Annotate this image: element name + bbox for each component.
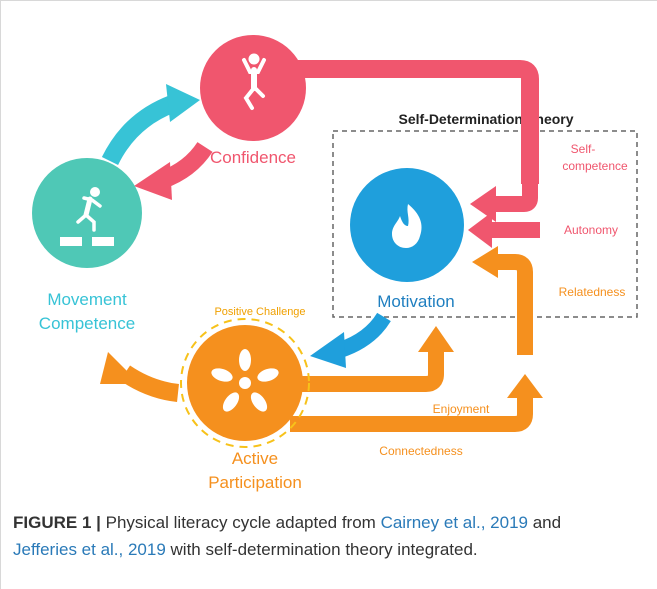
figure-caption: FIGURE 1 | Physical literacy cycle adapt… xyxy=(13,509,643,563)
enjoyment-arrow xyxy=(290,326,454,392)
active-to-movement-arrow xyxy=(100,352,180,402)
active-participation-node xyxy=(180,318,310,448)
movement-competence-node xyxy=(32,158,142,268)
active-label-2: Participation xyxy=(208,473,302,492)
relatedness-arrow xyxy=(472,246,533,355)
motivation-to-active-arrow xyxy=(310,312,391,368)
self-competence-label-2: competence xyxy=(562,159,628,173)
relatedness-label: Relatedness xyxy=(559,285,626,299)
physical-literacy-diagram: Self-Determination Theory Self- competen… xyxy=(32,35,638,492)
confidence-to-movement-arrow xyxy=(134,141,213,200)
caption-text-3: with self-determination theory integrate… xyxy=(165,540,478,559)
active-label-1: Active xyxy=(232,449,278,468)
motivation-node xyxy=(350,168,464,282)
sdt-box xyxy=(332,130,638,318)
movement-label-2: Competence xyxy=(39,314,135,333)
connectedness-arrow xyxy=(290,374,543,432)
confidence-to-motivation-arrow xyxy=(296,60,539,222)
sdt-title: Self-Determination Theory xyxy=(398,111,573,127)
connectedness-label: Connectedness xyxy=(379,444,462,458)
self-competence-label-1: Self- xyxy=(571,142,596,156)
autonomy-arrow xyxy=(468,212,540,248)
enjoyment-label: Enjoyment xyxy=(433,402,490,416)
person-running-icon xyxy=(60,187,114,246)
caption-text-2: and xyxy=(527,513,562,532)
autonomy-label: Autonomy xyxy=(564,223,618,237)
movement-to-confidence-arrow xyxy=(101,84,200,166)
figure-label: FIGURE 1 | xyxy=(13,513,101,532)
reference-link-jefferies[interactable]: Jefferies et al., 2019 xyxy=(13,540,166,559)
confidence-label: Confidence xyxy=(210,148,296,167)
caption-text-1: Physical literacy cycle adapted from xyxy=(100,513,381,532)
movement-label-1: Movement xyxy=(47,290,127,309)
motivation-label: Motivation xyxy=(377,292,454,311)
flame-icon xyxy=(392,204,422,248)
reference-link-cairney[interactable]: Cairney et al., 2019 xyxy=(380,513,528,532)
positive-challenge-label: Positive Challenge xyxy=(214,306,305,318)
confidence-node xyxy=(200,35,306,141)
hands-together-icon xyxy=(211,349,279,412)
person-jumping-icon xyxy=(242,53,266,110)
